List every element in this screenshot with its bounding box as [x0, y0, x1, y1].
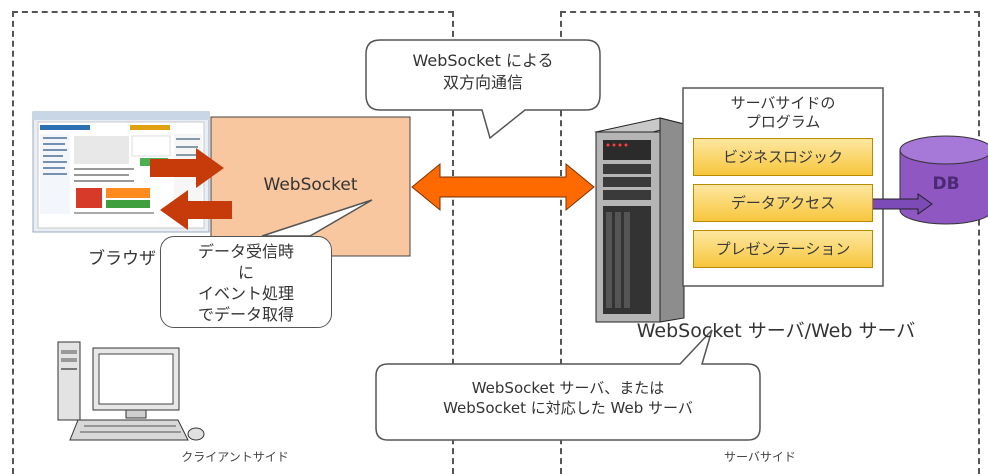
arrow-to-browser: [160, 190, 232, 230]
event-callout-line2: に: [237, 263, 254, 282]
layer-business-logic: ビジネスロジック: [693, 138, 873, 176]
top-callout-text: WebSocket による 双方向通信: [366, 50, 600, 94]
server-caption: WebSocket サーバ/Web サーバ: [636, 320, 916, 342]
top-callout-line1: WebSocket による: [412, 51, 554, 70]
websocket-box-label: WebSocket: [263, 175, 358, 195]
event-callout: データ受信時 に イベント処理 でデータ取得: [160, 236, 332, 328]
client-side-label: クライアントサイド: [181, 450, 289, 464]
event-callout-line4: でデータ取得: [197, 305, 294, 324]
event-callout-line3: イベント処理: [197, 284, 294, 303]
server-callout-bubble: [375, 329, 761, 441]
db-label: DB: [932, 174, 960, 194]
client-pc-icon: [57, 341, 205, 441]
top-callout-bubble: [365, 39, 601, 140]
server-callout-line2: WebSocket に対応した Web サーバ: [443, 399, 693, 417]
layer-presentation: プレゼンテーション: [693, 230, 873, 268]
server-callout-text: WebSocket サーバ、または WebSocket に対応した Web サー…: [376, 378, 760, 418]
top-callout-line2: 双方向通信: [442, 73, 523, 92]
program-title-line2: プログラム: [745, 113, 821, 131]
server-tower-icon: [594, 117, 685, 323]
bidirectional-arrow: [411, 162, 595, 212]
event-callout-line1: データ受信時: [197, 242, 294, 261]
program-title: サーバサイドの プログラム: [683, 94, 883, 132]
arrow-to-websocket: [150, 148, 224, 188]
program-title-line1: サーバサイドの: [730, 94, 836, 112]
server-side-region: [560, 11, 980, 474]
client-side-region: [12, 11, 454, 474]
browser-label: ブラウザ: [88, 249, 156, 269]
server-callout-line1: WebSocket サーバ、または: [471, 379, 665, 397]
layer-data-access: データアクセス: [693, 184, 873, 222]
server-side-label: サーバサイド: [724, 450, 796, 464]
